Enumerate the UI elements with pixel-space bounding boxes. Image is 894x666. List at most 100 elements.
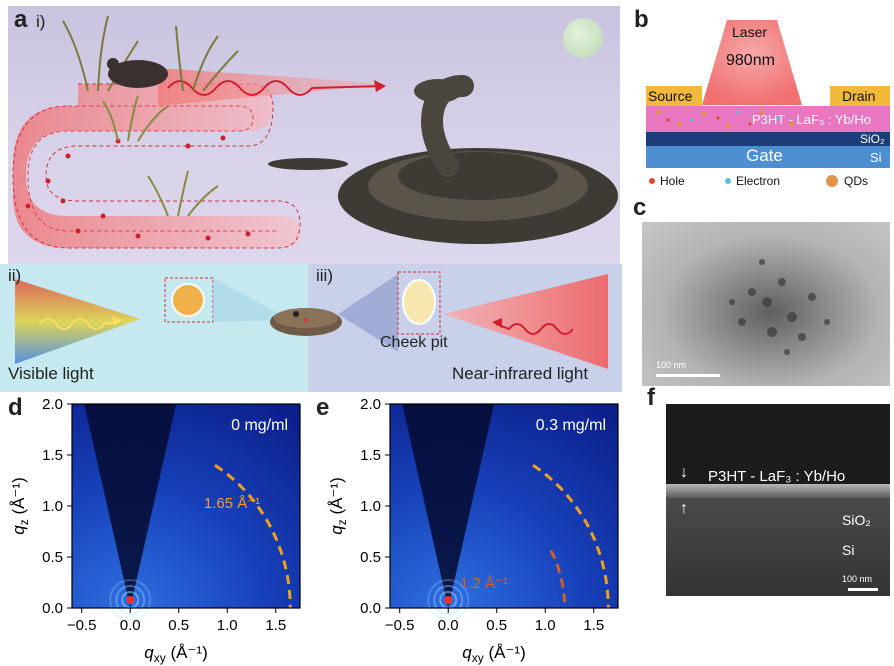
- panel-b: b Laser 980nm Source Drain P3HT - LaF₃ :…: [632, 0, 894, 188]
- visible-light-beam: [15, 279, 140, 364]
- plot-e-missing-wedge: [402, 404, 495, 608]
- plot-e-beam-spot: [444, 596, 453, 604]
- panel-a: a i) ii) Visible light: [0, 0, 622, 392]
- panel-a-iii-label: iii): [316, 266, 333, 285]
- grass-clump-bottom: [147, 170, 219, 217]
- laser-label: Laser: [732, 24, 768, 40]
- film-arrow-up: ↑: [680, 500, 688, 517]
- legend-hole-dot: [649, 178, 655, 184]
- plot-e-xtick-label-4: 1.5: [583, 617, 604, 634]
- film-arrow-down: ↓: [680, 464, 688, 481]
- plot-e-xtick-label-0: −0.5: [385, 617, 415, 634]
- grass-clump-top: [62, 15, 239, 92]
- nir-light-label: Near-infrared light: [452, 364, 589, 383]
- device-schematic: [646, 20, 890, 187]
- plot-e-ytick-label-0: 0.0: [360, 600, 381, 617]
- plot-d-missing-wedge: [84, 404, 177, 608]
- snake-icon: [268, 75, 618, 244]
- heat-trail-path: [13, 84, 300, 248]
- sem-film-label: P3HT - LaF₃ : Yb/Ho: [708, 468, 846, 485]
- plot-d-ring-1: [115, 585, 146, 615]
- plot-e-ytick-label-3: 1.5: [360, 447, 381, 464]
- plot-d-xtick-label-2: 0.5: [168, 617, 189, 634]
- moon-icon: [563, 18, 603, 58]
- plot-e-ring-1: [433, 585, 464, 615]
- plot-e-ytick-label-2: 1.0: [360, 498, 381, 515]
- plot-d-xlabel: qxy (Å⁻¹): [144, 643, 208, 665]
- plot-e-xlabel: qxy (Å⁻¹): [462, 643, 526, 665]
- drain-label: Drain: [842, 88, 876, 104]
- sem-scale-bar: [848, 588, 878, 591]
- panel-a-i-illustration: [12, 15, 618, 249]
- panel-a-i-label: i): [36, 12, 46, 31]
- plot-e-xtick-label-3: 1.0: [535, 617, 556, 634]
- plot-d-ytick-label-0: 0.0: [42, 600, 63, 617]
- plot-e-arc-1: [549, 549, 567, 608]
- plot-e-ylabel: qz (Å⁻¹): [327, 477, 349, 535]
- grass-clump-mid: [102, 95, 169, 142]
- cheek-pit-icon: [402, 279, 436, 325]
- panel-a-ii-illustration: [15, 277, 280, 364]
- source-label: Source: [648, 88, 693, 104]
- channel-layer: [646, 106, 890, 132]
- plot-e-conc-label: 0.3 mg/ml: [536, 417, 606, 434]
- plot-e-ring-2: [427, 579, 470, 621]
- plot-d-xtick-label-1: 0.0: [120, 617, 141, 634]
- nir-wave: [495, 323, 574, 335]
- visible-light-label: Visible light: [8, 364, 94, 383]
- panel-a-ii-label: ii): [8, 266, 22, 285]
- infrared-wave: [167, 80, 384, 96]
- channel-label: P3HT - LaF₃ : Yb/Ho: [752, 112, 871, 127]
- legend-qds-label: QDs: [844, 174, 868, 188]
- tem-image: 100 nm: [642, 222, 890, 386]
- plot-e-xtick-label-2: 0.5: [486, 617, 507, 634]
- plot-d-arc-0: [214, 464, 292, 609]
- plot-d-ring-2: [109, 579, 152, 621]
- plot-e-arc-0: [532, 464, 610, 609]
- panel-b-letter: b: [634, 6, 649, 33]
- laser-beam: [702, 20, 802, 105]
- sem-scale-label: 100 nm: [842, 574, 873, 584]
- cheek-pit-inset: [397, 271, 441, 335]
- panel-a-letter: a: [14, 6, 28, 33]
- snake-head-icon: [270, 308, 342, 336]
- plot-e-ytick-label-1: 0.5: [360, 549, 381, 566]
- legend-qds-dot: [826, 175, 838, 187]
- sem-si-label: Si: [842, 542, 855, 558]
- plot-d-conc-label: 0 mg/ml: [231, 417, 288, 434]
- tem-scale-bar: [656, 374, 720, 377]
- panel-f-letter: f: [647, 384, 655, 411]
- cheek-pit-label: Cheek pit: [380, 334, 448, 351]
- gate-layer: [646, 146, 890, 168]
- sio2-label: SiO₂: [860, 132, 885, 146]
- plot-d-ytick-label-3: 1.5: [42, 447, 63, 464]
- plot-d-ytick-label-2: 1.0: [42, 498, 63, 515]
- plot-d-beam-spot: [126, 596, 135, 604]
- plot-d-xtick-label-4: 1.5: [265, 617, 286, 634]
- plot-d-ytick-label-1: 0.5: [42, 549, 63, 566]
- gate-label: Gate: [746, 146, 783, 165]
- plot-d-ytick-label-4: 2.0: [42, 396, 63, 413]
- tem-scale-label: 100 nm: [656, 360, 687, 370]
- sem-sio2-label: SiO₂: [842, 512, 871, 528]
- plot-e-xtick-label-1: 0.0: [438, 617, 459, 634]
- source-electrode: [646, 86, 702, 106]
- panel-e-letter: e: [316, 394, 330, 421]
- panel-c-letter: c: [633, 194, 647, 221]
- legend-electron-dot: [725, 178, 731, 184]
- drain-electrode: [830, 86, 890, 106]
- plot-d-xtick-label-0: −0.5: [67, 617, 97, 634]
- infrared-beam: [158, 68, 393, 106]
- legend-electron-label: Electron: [736, 174, 781, 188]
- panel-d-letter: d: [8, 394, 23, 421]
- plot-e-ytick-label-4: 2.0: [360, 396, 381, 413]
- wavelength-label: 980nm: [726, 52, 775, 69]
- panel-a-iii-illustration: [338, 271, 608, 369]
- mouse-icon: [108, 60, 168, 88]
- visible-wave: [39, 318, 119, 330]
- plot-e-arc-label: 1.2 Å⁻¹: [460, 575, 508, 592]
- plot-d-xtick-label-3: 1.0: [217, 617, 238, 634]
- nir-light-beam: [443, 274, 608, 369]
